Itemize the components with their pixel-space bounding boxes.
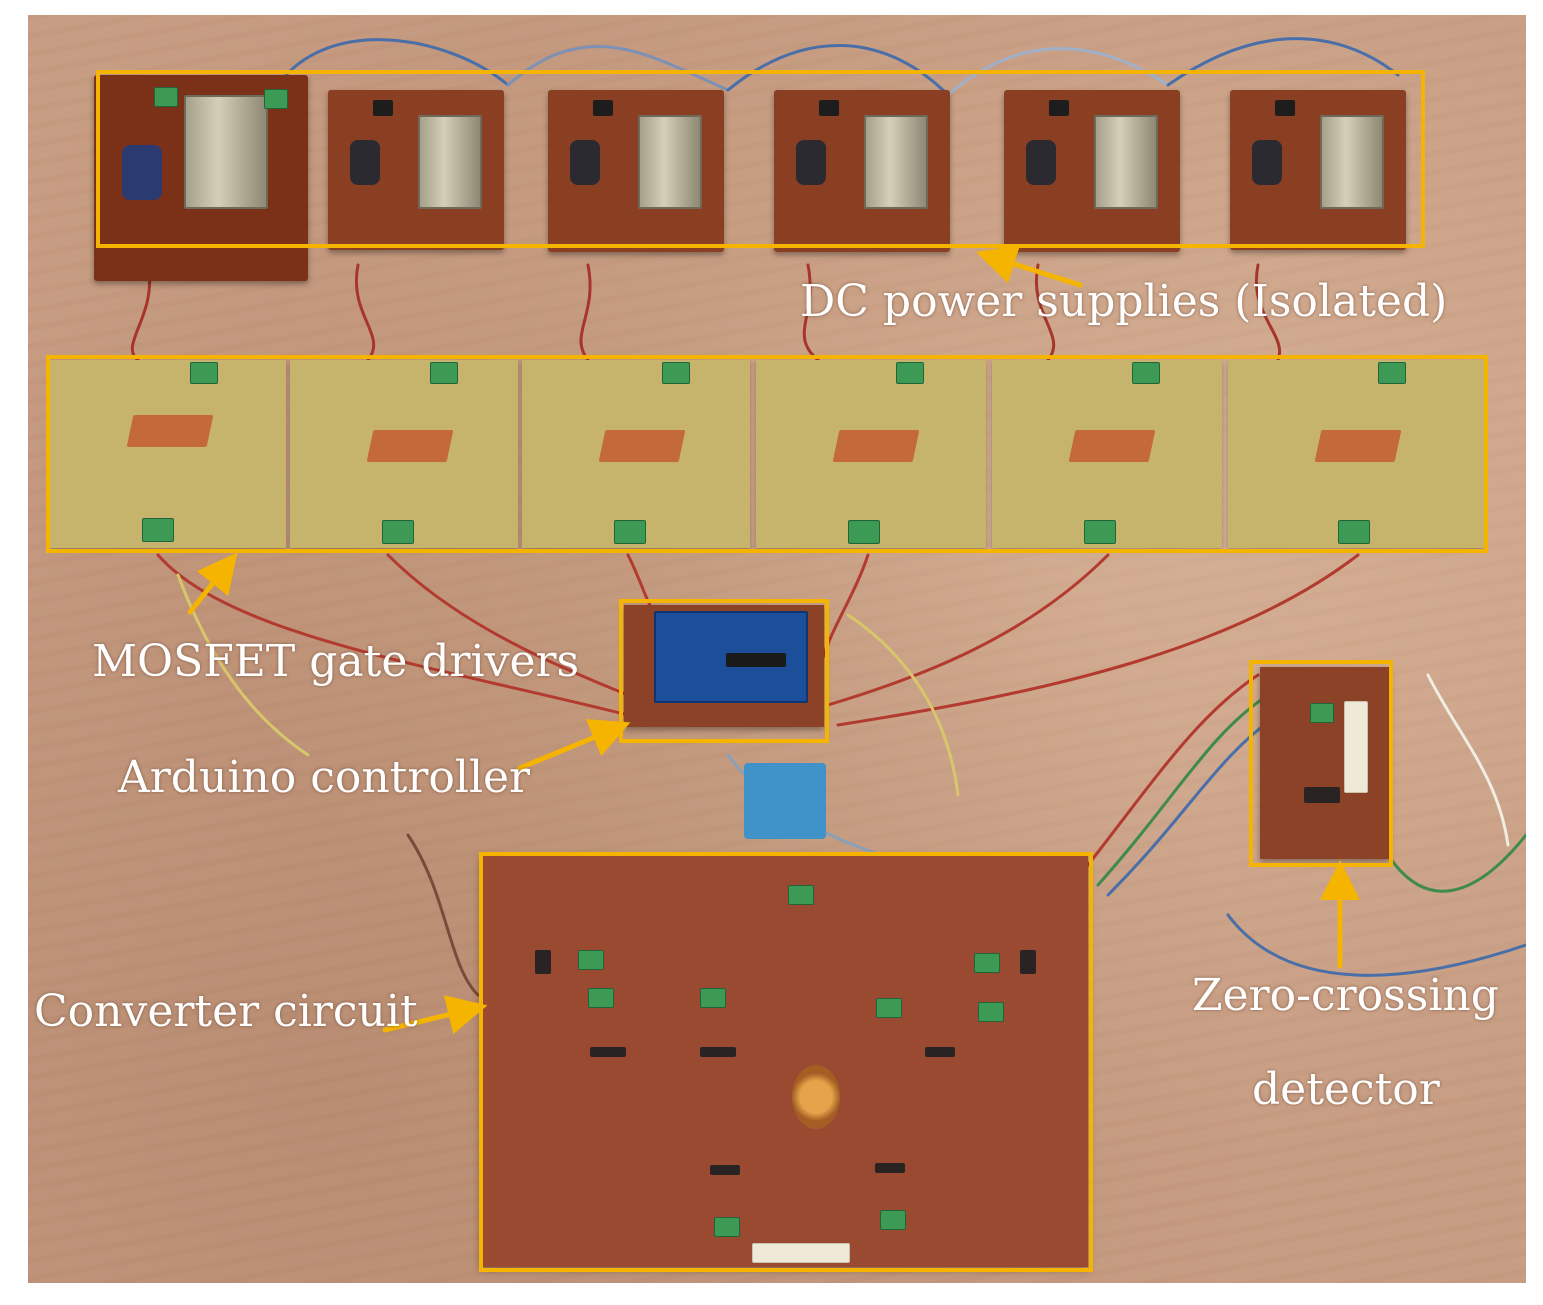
arduino-board (654, 611, 808, 703)
arrow-dc-supplies (975, 244, 1083, 288)
converter-box (479, 852, 1093, 1272)
label-zero-crossing: Zero-crossing (1192, 970, 1499, 1021)
gate-driver-board (50, 360, 286, 548)
gate-driver-board (992, 360, 1222, 548)
arrow-arduino (517, 719, 631, 771)
gate-drivers-box (46, 355, 1488, 553)
label-converter-circuit: Converter circuit (34, 986, 418, 1037)
psu-board (548, 90, 724, 252)
gate-driver-board (756, 360, 986, 548)
psu-board (1230, 90, 1406, 250)
film-capacitor (744, 763, 826, 839)
inductor (792, 1065, 840, 1129)
label-detector: detector (1252, 1064, 1440, 1115)
label-mosfet-gate-drivers: MOSFET gate drivers (92, 636, 580, 687)
hardware-photo (28, 15, 1526, 1283)
converter-board (480, 855, 1088, 1267)
psu-board (774, 90, 950, 252)
arduino-box (619, 599, 829, 743)
gate-driver-board (1228, 360, 1484, 548)
dc-power-supplies-box (96, 70, 1425, 248)
zero-crossing-board (1260, 667, 1390, 859)
gate-driver-board (290, 360, 518, 548)
arrow-gate-drivers (187, 552, 238, 615)
label-arduino-controller: Arduino controller (118, 752, 531, 803)
psu-board (328, 90, 504, 250)
label-dc-power-supplies: DC power supplies (Isolated) (800, 276, 1448, 327)
controller-board (624, 605, 824, 727)
gate-driver-board (522, 360, 750, 548)
psu-board (1004, 90, 1180, 252)
arrow-converter (382, 995, 488, 1035)
